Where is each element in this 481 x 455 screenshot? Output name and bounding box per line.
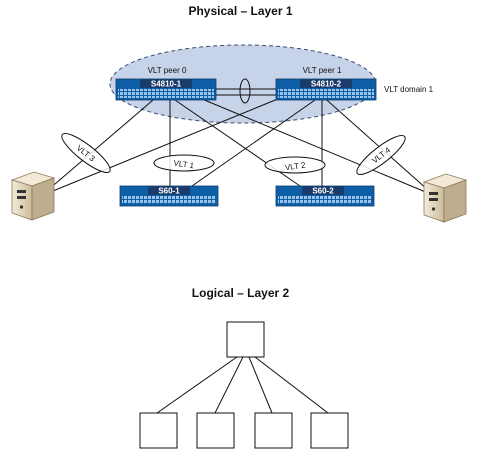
vlt-peer-1-label: VLT peer 1	[303, 66, 342, 75]
physical-layer-title: Physical – Layer 1	[188, 4, 293, 18]
switch-s60-2: S60-2	[275, 185, 375, 207]
logical-layer-title: Logical – Layer 2	[191, 286, 290, 300]
vlt-domain-label: VLT domain 1	[384, 85, 434, 94]
switch-s4810-2-label: S4810-2	[311, 80, 342, 89]
logical-access-node	[310, 412, 349, 449]
lag-ellipses	[61, 78, 406, 176]
vlt-1-ellipse	[153, 154, 215, 172]
vlt-2-label: VLT 2	[284, 161, 306, 173]
switch-s4810-2: S4810-2	[275, 78, 377, 101]
isl-lag-ellipse	[239, 78, 251, 104]
logical-access-node	[196, 412, 235, 449]
switch-s4810-1-label: S4810-1	[151, 80, 182, 89]
vlt-1-label: VLT 1	[173, 159, 195, 171]
server-tower-icon	[422, 173, 468, 223]
logical-links	[156, 356, 329, 414]
vlt-4-ellipse	[356, 134, 406, 176]
switch-s60-1: S60-1	[119, 185, 219, 207]
switch-s60-2-label: S60-2	[312, 187, 334, 196]
logical-access-node	[139, 412, 178, 449]
switch-s60-1-label: S60-1	[158, 187, 180, 196]
server-tower-icon	[10, 171, 56, 221]
vlt-3-ellipse	[61, 132, 111, 174]
switch-s4810-1: S4810-1	[115, 78, 217, 101]
vlt-peer-0-label: VLT peer 0	[148, 66, 187, 75]
logical-access-node	[254, 412, 293, 449]
vlt-2-ellipse	[264, 156, 326, 174]
logical-core-node	[226, 321, 265, 358]
